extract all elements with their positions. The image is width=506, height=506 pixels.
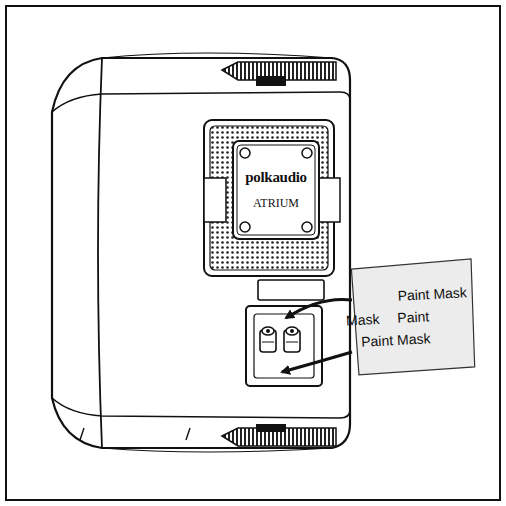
logo-plate-outline <box>232 140 320 240</box>
mask-text: Paint Mask <box>361 327 431 353</box>
brand-text: polkaudio <box>245 169 307 186</box>
mask-text: Paint Mask <box>397 281 467 307</box>
mask-arrow <box>282 352 352 372</box>
logo-plate: polkaudioATRIUM <box>232 140 320 240</box>
mask-text: Mask Paint <box>346 305 430 331</box>
binding-posts <box>260 327 300 352</box>
speaker-body <box>52 58 350 448</box>
paint-mask-sheet: Paint MaskMask PaintPaint Mask <box>349 259 479 375</box>
frame-border <box>6 6 500 500</box>
mask-arrow <box>286 299 352 318</box>
brand-text: ATRIUM <box>253 196 299 211</box>
